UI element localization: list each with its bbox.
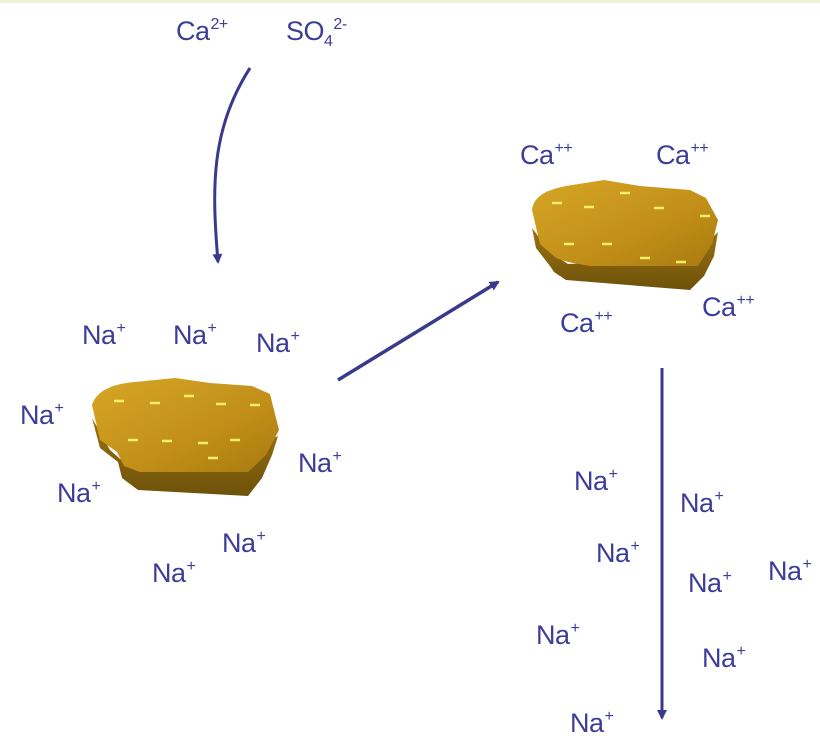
calcium-ion: Ca++ — [560, 308, 613, 338]
particle-top — [532, 180, 718, 266]
negative-charges — [114, 394, 260, 460]
released-sodium-ion: Na+ — [596, 538, 640, 568]
sodium-ion: Na+ — [57, 478, 101, 508]
calcium-ion-reactant: Ca2+ — [176, 16, 229, 46]
calcium-ion: Ca++ — [702, 292, 755, 322]
released-sodium-ion: Na+ — [768, 556, 812, 586]
particle-side — [92, 418, 278, 496]
ion-charge: 2- — [333, 16, 347, 33]
sulfate-ion-reactant: SO42- — [286, 16, 347, 50]
particle-side — [532, 228, 718, 290]
released-sodium-ion: Na+ — [702, 643, 746, 673]
sodium-ion: Na+ — [298, 448, 342, 478]
negative-charges — [552, 191, 710, 264]
sodium-ion: Na+ — [20, 400, 64, 430]
ion-subscript: 4 — [324, 33, 333, 50]
released-sodium-ion: Na+ — [688, 568, 732, 598]
top-band — [0, 0, 820, 3]
resin-particle-sodium — [92, 378, 279, 496]
calcium-ion: Ca++ — [656, 140, 709, 170]
calcium-ion: Ca++ — [520, 140, 573, 170]
ion-charge: 2+ — [210, 16, 229, 33]
resin-particle-calcium — [532, 180, 718, 290]
released-sodium-ion: Na+ — [536, 620, 580, 650]
reactant-arrow — [212, 67, 252, 264]
ion-symbol: Ca — [176, 16, 210, 46]
sodium-ion: Na+ — [173, 320, 217, 350]
released-sodium-ion: Na+ — [574, 466, 618, 496]
particle-top — [92, 378, 279, 472]
released-sodium-ion: Na+ — [680, 488, 724, 518]
ion-symbol: SO — [286, 16, 325, 46]
exchange-arrow — [337, 280, 500, 382]
sodium-ion: Na+ — [82, 320, 126, 350]
released-sodium-ion: Na+ — [570, 708, 614, 738]
sodium-ion: Na+ — [152, 558, 196, 588]
sodium-ion: Na+ — [256, 328, 300, 358]
sodium-ion: Na+ — [222, 528, 266, 558]
